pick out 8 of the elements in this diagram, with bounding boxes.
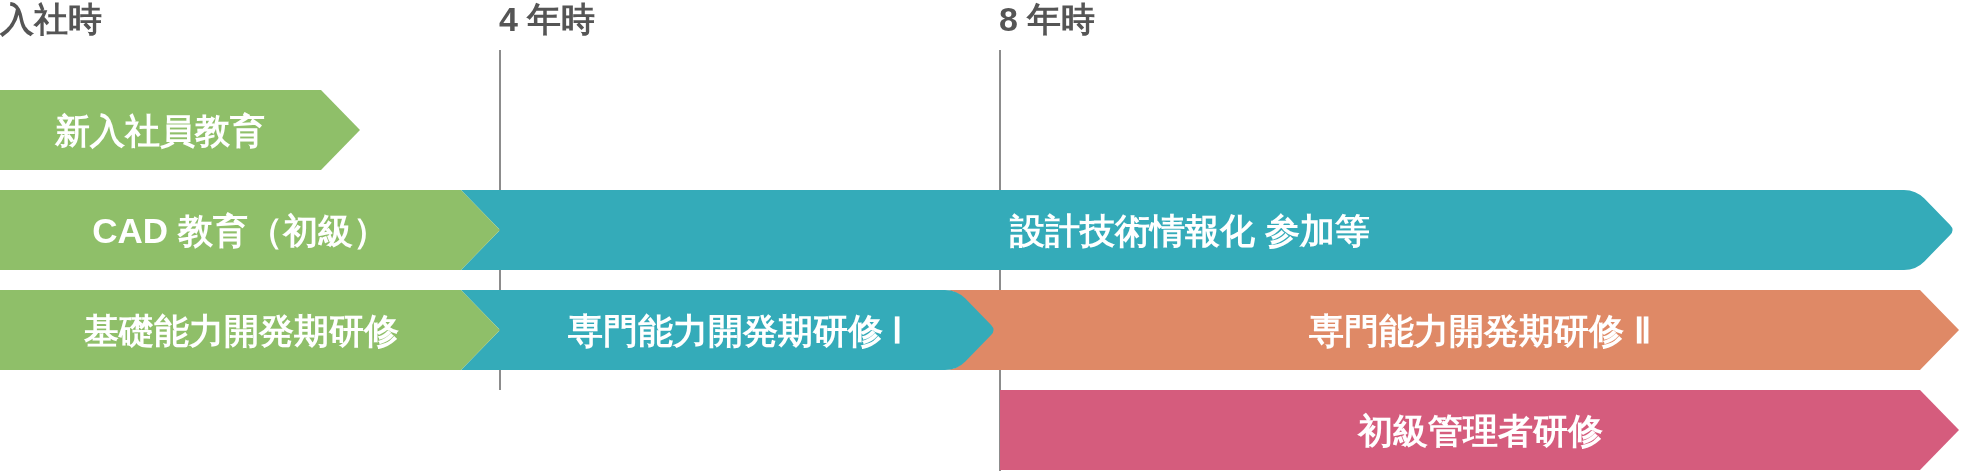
milestone-label: 4 年時 xyxy=(499,2,596,36)
chevron-bar: 初級管理者研修 xyxy=(1000,390,1959,470)
chevron-bar: 新入社員教育 xyxy=(0,90,360,170)
chevron-bar: CAD 教育（初級） xyxy=(0,190,500,270)
milestone-label: 8 年時 xyxy=(999,2,1096,36)
chevron-bar: 設計技術情報化 参加等 xyxy=(461,190,1955,270)
chevron-bar: 専門能力開発期研修 Ⅰ xyxy=(461,290,996,370)
chevron-bar: 基礎能力開発期研修 xyxy=(0,290,500,370)
